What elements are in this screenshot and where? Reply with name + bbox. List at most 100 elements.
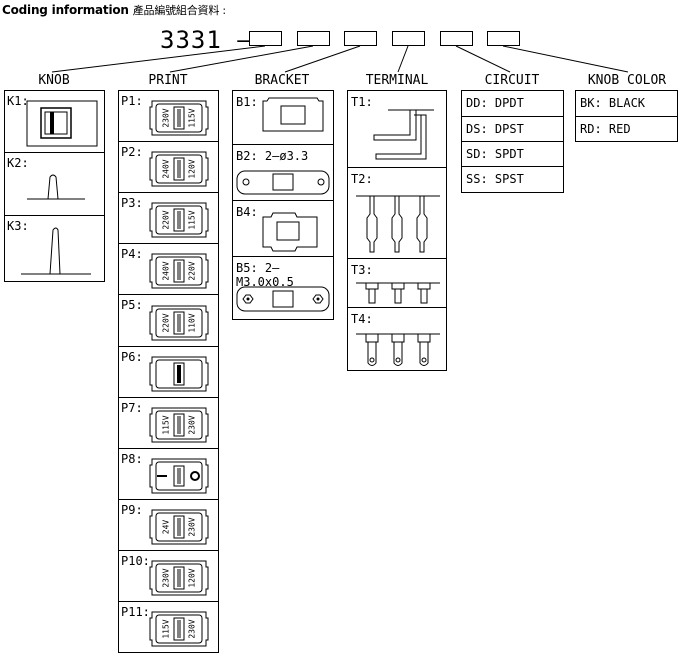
rocker-switch-drawing: 220V 110V [149, 305, 209, 341]
voltage-label-right: 120V [188, 568, 197, 587]
print-option-label: P9: [121, 503, 143, 517]
circuit-sd-text: SD: SPDT [466, 147, 524, 161]
circuit-row-ds: DS: DPST [461, 116, 564, 142]
terminal-option-t2: T2: [347, 167, 447, 259]
print-option-label: P2: [121, 145, 143, 159]
voltage-label-right: 230V [188, 619, 197, 638]
voltage-label-left: 24V [162, 520, 171, 535]
print-option: P11: 115V 230V [118, 601, 219, 653]
knob-color-bk-text: BK: BLACK [580, 96, 646, 110]
knob-k3-label: K3: [7, 219, 29, 233]
terminal-t2-drawing [356, 195, 440, 253]
bracket-b1-drawing [262, 97, 324, 132]
header-bracket: BRACKET [254, 73, 310, 88]
rocker-switch-drawing: 24V 230V [149, 509, 209, 545]
page-title: Coding information 產品編號組合資料 : [2, 2, 226, 18]
knob-option-k1: K1: [4, 90, 105, 153]
knob-k2-drawing [27, 174, 85, 200]
print-option-label: P10: [121, 554, 150, 568]
voltage-label-left: 220V [162, 210, 171, 229]
bracket-option-b4: B4: [232, 200, 334, 257]
voltage-label-left: 115V [162, 415, 171, 434]
voltage-label-left: 230V [162, 108, 171, 127]
header-circuit: CIRCUIT [484, 73, 540, 88]
code-slot-knob [249, 31, 282, 46]
circuit-dd-text: DD: DPDT [466, 96, 524, 110]
print-option: P10: 230V 120V [118, 550, 219, 602]
rocker-switch-drawing [149, 356, 209, 392]
terminal-option-t1: T1: [347, 90, 447, 168]
print-option: P5: 220V 110V [118, 294, 219, 347]
terminal-t3-drawing [356, 282, 440, 304]
print-option-label: P6: [121, 350, 143, 364]
voltage-label-right: 220V [188, 261, 197, 280]
print-option: P7: 115V 230V [118, 397, 219, 449]
knob-k1-drawing [26, 100, 98, 147]
terminal-t2-label: T2: [351, 172, 373, 186]
voltage-label-right: 120V [188, 159, 197, 178]
circuit-ss-text: SS: SPST [466, 172, 524, 186]
bracket-b4-label: B4: [236, 205, 258, 219]
voltage-label-left: 220V [162, 313, 171, 332]
voltage-label-left: 115V [162, 619, 171, 638]
voltage-label-right: 110V [188, 313, 197, 332]
knob-color-row-rd: RD: RED [575, 116, 678, 142]
print-option-label: P7: [121, 401, 143, 415]
circuit-row-ss: SS: SPST [461, 166, 564, 193]
print-option-label: P4: [121, 247, 143, 261]
rocker-switch-drawing [149, 458, 209, 494]
circuit-ds-text: DS: DPST [466, 122, 524, 136]
bracket-b5-drawing [236, 286, 330, 312]
voltage-label-right: 230V [188, 517, 197, 536]
print-option-label: P11: [121, 605, 150, 619]
knob-option-k3: K3: [4, 215, 105, 282]
code-slot-knob-color [487, 31, 520, 46]
knob-k2-label: K2: [7, 156, 29, 170]
knob-option-k2: K2: [4, 152, 105, 216]
voltage-label-left: 240V [162, 261, 171, 280]
bracket-b4-drawing [262, 212, 318, 252]
header-terminal: TERMINAL [365, 73, 429, 88]
bracket-option-b2: B2: 2–ø3.3 [232, 144, 334, 201]
bracket-b2-label: B2: 2–ø3.3 [236, 149, 309, 163]
print-option: P4: 240V 220V [118, 243, 219, 295]
knob-color-row-bk: BK: BLACK [575, 90, 678, 117]
terminal-t4-drawing [356, 333, 440, 366]
voltage-label-right: 115V [188, 210, 197, 229]
header-knob: KNOB [38, 73, 70, 88]
print-option-label: P5: [121, 298, 143, 312]
bracket-option-b5: B5: 2–M3.0x0.5 [232, 256, 334, 320]
knob-k3-drawing [21, 227, 91, 275]
bracket-b2-drawing [236, 170, 330, 195]
bracket-option-b1: B1: [232, 90, 334, 145]
header-print: PRINT [148, 73, 188, 88]
print-option: P8: [118, 448, 219, 500]
rocker-switch-drawing: 220V 115V [149, 202, 209, 238]
header-knob-color: KNOB COLOR [587, 73, 667, 88]
title-chinese: 產品編號組合資料 : [132, 4, 226, 17]
code-slot-bracket [344, 31, 377, 46]
circuit-row-sd: SD: SPDT [461, 141, 564, 167]
terminal-t1-drawing [373, 109, 434, 160]
bracket-b1-label: B1: [236, 95, 258, 109]
voltage-label-left: 230V [162, 568, 171, 587]
code-slot-terminal [392, 31, 425, 46]
rocker-switch-drawing: 240V 120V [149, 151, 209, 187]
knob-k1-label: K1: [7, 94, 29, 108]
voltage-label-right: 230V [188, 415, 197, 434]
print-option: P3: 220V 115V [118, 192, 219, 244]
print-option: P6: [118, 346, 219, 398]
circuit-row-dd: DD: DPDT [461, 90, 564, 117]
voltage-label-left: 240V [162, 159, 171, 178]
print-option: P2: 240V 120V [118, 141, 219, 193]
print-option-label: P3: [121, 196, 143, 210]
terminal-t3-label: T3: [351, 263, 373, 277]
title-english: Coding information [2, 3, 129, 17]
rocker-switch-drawing: 230V 120V [149, 560, 209, 596]
rocker-switch-drawing: 115V 230V [149, 611, 209, 647]
terminal-t4-label: T4: [351, 312, 373, 326]
print-option: P9: 24V 230V [118, 499, 219, 551]
code-slot-circuit [440, 31, 473, 46]
